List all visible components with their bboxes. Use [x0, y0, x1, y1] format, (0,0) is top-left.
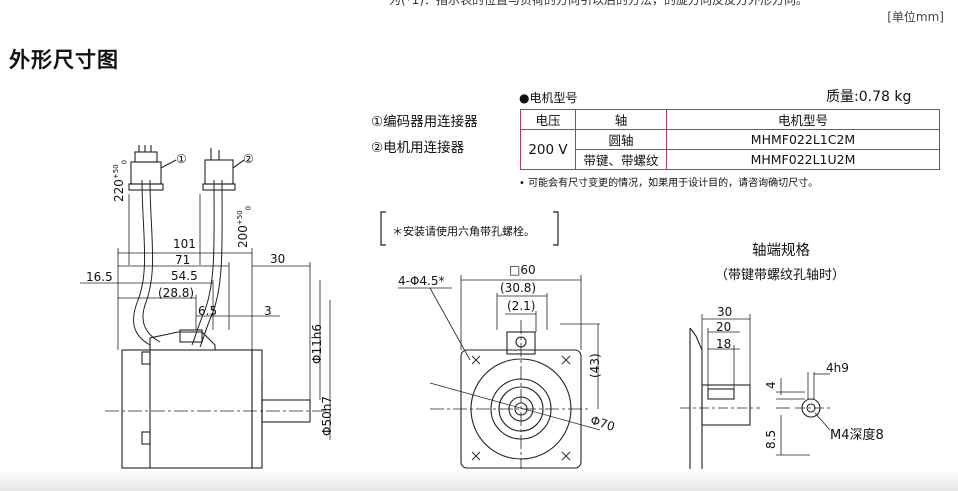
shaft-cell: 带键、带螺纹 [575, 149, 667, 170]
table-row: 带键、带螺纹 MHMF022L1U2M [521, 149, 940, 170]
thread-label: M4深度8 [830, 428, 884, 443]
legend-motor-connector: ②电机用连接器 [371, 140, 465, 156]
shaft-end-title: 轴端规格 [752, 243, 810, 259]
shaft-dim-30: 30 [717, 305, 733, 319]
shaft-dim-8-5: 8.5 [764, 429, 778, 449]
dim-54-5: 54.5 [171, 269, 198, 283]
dimension-change-note: • 可能会有尺寸变更的情况，如果用于设计目的，请咨询确切尺寸。 [519, 178, 819, 189]
callout-1: ① [176, 152, 187, 166]
page-bottom-shadow [0, 469, 958, 491]
column-header-shaft: 轴 [575, 109, 667, 130]
dim-3: 3 [264, 304, 272, 318]
install-note: ＊安装请使用六角带孔螺栓。 [392, 225, 535, 238]
shaft-dim-4h9: 4h9 [826, 361, 849, 375]
shaft-dim-4: 4 [764, 381, 778, 389]
model-table: 电压 轴 电机型号 200 V 圆轴 MHMF022L1C2M 带键、带螺纹 M… [520, 109, 940, 170]
legend-encoder-connector: ①编码器用连接器 [371, 114, 478, 130]
model-cell: MHMF022L1U2M [666, 149, 940, 170]
model-cell: MHMF022L1C2M [666, 129, 940, 150]
dim-101: 101 [173, 237, 196, 251]
dim-71: 71 [175, 253, 191, 267]
shaft-dim-18: 18 [716, 337, 732, 351]
unit-label: [单位mm] [887, 10, 944, 24]
model-table-header: ●电机型号 [519, 91, 578, 105]
dim-16-5: 16.5 [86, 270, 113, 284]
dim-30-8: (30.8) [500, 281, 537, 295]
dim-28-8: (28.8) [158, 286, 195, 300]
truncated-header-text: 为(*1)：指示表的位置与负荷的方向引以后的方法，的旋方向反反方外形方向。 [389, 0, 809, 7]
page-title: 外形尺寸图 [9, 48, 119, 72]
shaft-end-subtitle: （带键带螺纹孔轴时） [715, 268, 846, 283]
dim-30: 30 [270, 252, 286, 266]
table-row: 200 V 圆轴 MHMF022L1C2M [520, 129, 940, 170]
square-60: □60 [509, 263, 536, 277]
dim-6-5: 6.5 [198, 304, 218, 318]
mass-label: 质量:0.78 kg [826, 89, 912, 105]
shaft-dim-20: 20 [716, 320, 732, 334]
callout-2: ② [243, 152, 254, 166]
hole-label: 4-Φ4.5* [398, 274, 445, 288]
dim-2-1: (2.1) [507, 299, 536, 313]
